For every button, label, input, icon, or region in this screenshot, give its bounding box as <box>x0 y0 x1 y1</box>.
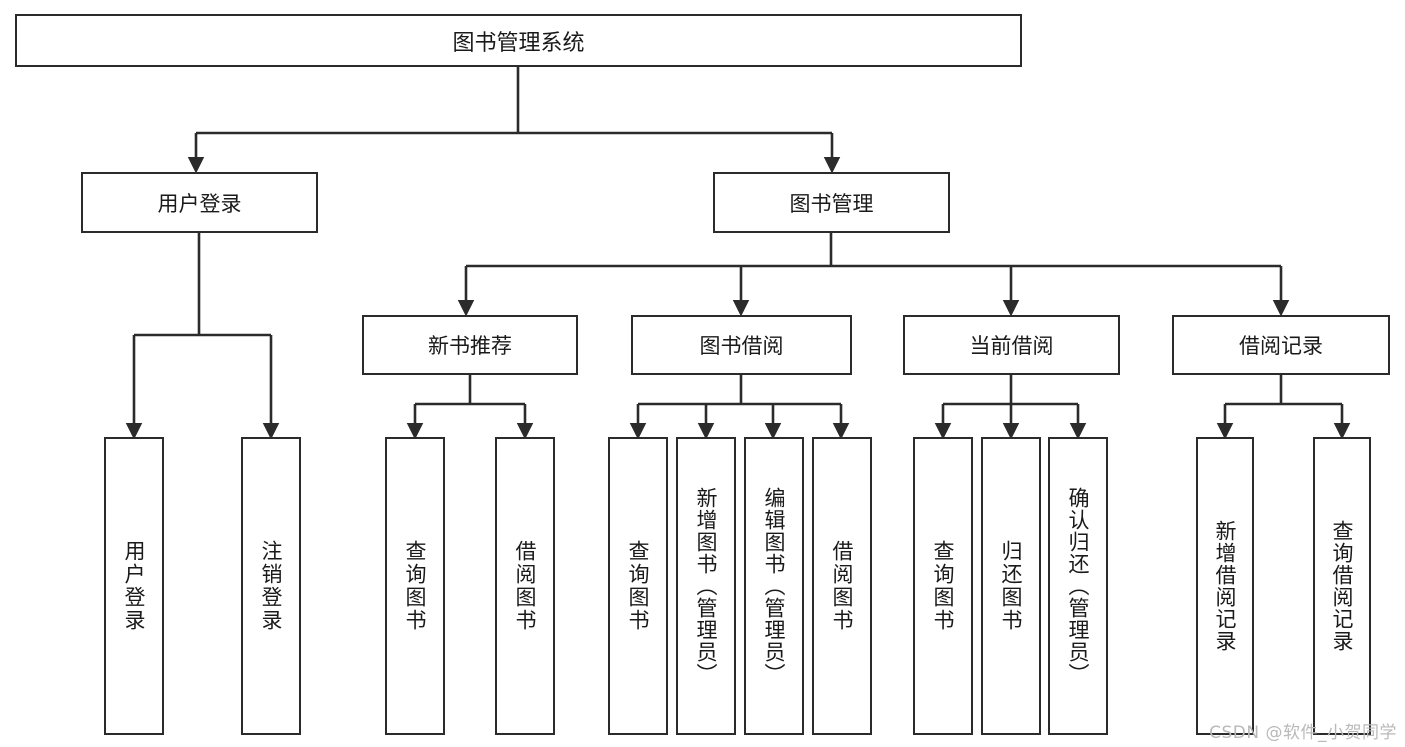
node-label: 当前借阅 <box>969 334 1054 358</box>
node-label: 新增图书（管理员） <box>694 487 719 685</box>
node-label: 新书推荐 <box>428 334 512 358</box>
node-label: 借阅图书 <box>830 540 855 632</box>
leaf-user-login-logout[interactable]: 注销登录 <box>241 437 301 735</box>
node-label: 借阅图书 <box>513 540 538 632</box>
node-new-book-recommend[interactable]: 新书推荐 <box>362 315 578 375</box>
leaf-book-borrow-add-admin[interactable]: 新增图书（管理员） <box>676 437 736 735</box>
leaf-new-book-borrow[interactable]: 借阅图书 <box>495 437 555 735</box>
node-label: 确认归还（管理员） <box>1066 487 1091 685</box>
node-book-borrow[interactable]: 图书借阅 <box>631 315 852 375</box>
leaf-current-borrow-confirm-return-admin[interactable]: 确认归还（管理员） <box>1048 437 1108 735</box>
node-label: 查询图书 <box>626 540 651 632</box>
leaf-book-borrow-borrow[interactable]: 借阅图书 <box>812 437 872 735</box>
leaf-current-borrow-return[interactable]: 归还图书 <box>981 437 1041 735</box>
node-label: 查询图书 <box>403 540 428 632</box>
leaf-borrow-record-add[interactable]: 新增借阅记录 <box>1196 437 1254 735</box>
leaf-user-login-login[interactable]: 用户登录 <box>104 437 164 735</box>
node-label: 查询借阅记录 <box>1330 520 1355 652</box>
node-root-book-management-system[interactable]: 图书管理系统 <box>15 14 1022 67</box>
node-label: 图书借阅 <box>699 334 784 358</box>
node-label: 借阅记录 <box>1239 334 1323 358</box>
node-label: 用户登录 <box>122 540 147 632</box>
leaf-current-borrow-query[interactable]: 查询图书 <box>913 437 973 735</box>
leaf-book-borrow-query[interactable]: 查询图书 <box>608 437 668 735</box>
node-label: 归还图书 <box>999 540 1024 632</box>
node-current-borrow[interactable]: 当前借阅 <box>903 315 1120 375</box>
leaf-borrow-record-query[interactable]: 查询借阅记录 <box>1313 437 1371 735</box>
node-book-management[interactable]: 图书管理 <box>713 172 950 233</box>
node-label: 查询图书 <box>931 540 956 632</box>
node-borrow-record[interactable]: 借阅记录 <box>1172 315 1390 375</box>
node-label: 编辑图书（管理员） <box>762 487 787 685</box>
node-label: 用户登录 <box>157 191 242 216</box>
node-user-login[interactable]: 用户登录 <box>81 172 318 233</box>
node-label: 新增借阅记录 <box>1213 520 1238 652</box>
watermark-text: CSDN @软件_小贺同学 <box>1209 723 1397 743</box>
node-label: 图书管理 <box>789 191 874 216</box>
node-label: 图书管理系统 <box>452 30 585 56</box>
leaf-book-borrow-edit-admin[interactable]: 编辑图书（管理员） <box>744 437 804 735</box>
leaf-new-book-query[interactable]: 查询图书 <box>385 437 445 735</box>
node-label: 注销登录 <box>259 540 284 632</box>
